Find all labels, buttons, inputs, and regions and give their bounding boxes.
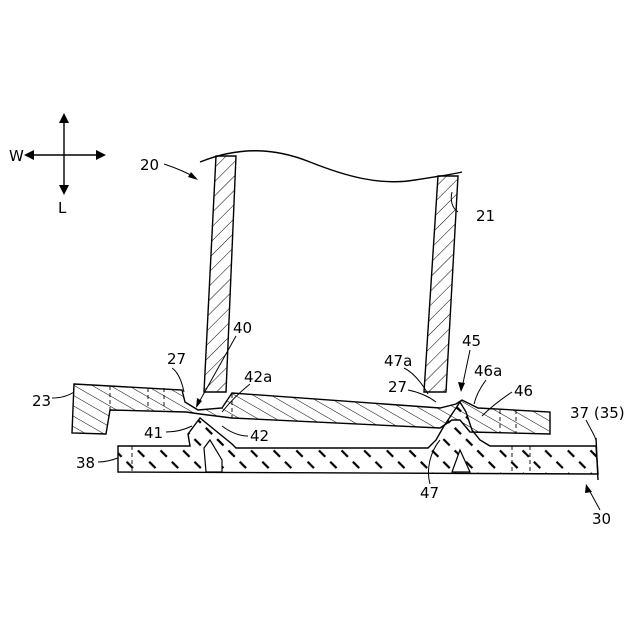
tube-break-line — [200, 151, 462, 182]
arrow-right-icon — [96, 150, 106, 160]
label-47a: 47a — [384, 352, 412, 370]
label-30: 30 — [592, 510, 611, 528]
label-47: 47 — [420, 484, 439, 502]
leader-path — [52, 392, 74, 398]
label-21: 21 — [476, 207, 495, 225]
label-23: 23 — [32, 392, 51, 410]
direction-w-label: W — [9, 147, 24, 165]
leader-path — [172, 368, 184, 392]
arrow-left-icon — [24, 150, 34, 160]
leader-arrowhead — [196, 398, 202, 408]
leader-arrowhead — [585, 484, 592, 493]
label-38: 38 — [76, 454, 95, 472]
tube-left-wall — [204, 156, 236, 392]
label-27-left: 27 — [167, 350, 186, 368]
label-45: 45 — [462, 332, 481, 350]
label-41: 41 — [144, 424, 163, 442]
label-40: 40 — [233, 319, 252, 337]
label-37-35: 37 (35) — [570, 404, 625, 422]
leader-path — [98, 458, 118, 462]
leader-path — [222, 426, 248, 436]
label-27-right: 27 — [388, 378, 407, 396]
arrow-up-icon — [59, 113, 69, 123]
label-46a: 46a — [474, 362, 502, 380]
label-20: 20 — [140, 156, 159, 174]
leader-arrowhead — [188, 172, 198, 180]
leader-path — [586, 420, 596, 440]
leader-path — [166, 426, 192, 432]
leader-arrowhead — [458, 382, 465, 392]
arrow-down-icon — [59, 185, 69, 195]
leader-path — [462, 350, 470, 388]
label-42a: 42a — [244, 368, 272, 386]
label-42: 42 — [250, 427, 269, 445]
direction-l-label: L — [58, 199, 67, 217]
tube-right-wall — [424, 176, 458, 392]
direction-indicator: W L — [9, 113, 106, 217]
leader-path — [474, 380, 486, 404]
label-46: 46 — [514, 382, 533, 400]
